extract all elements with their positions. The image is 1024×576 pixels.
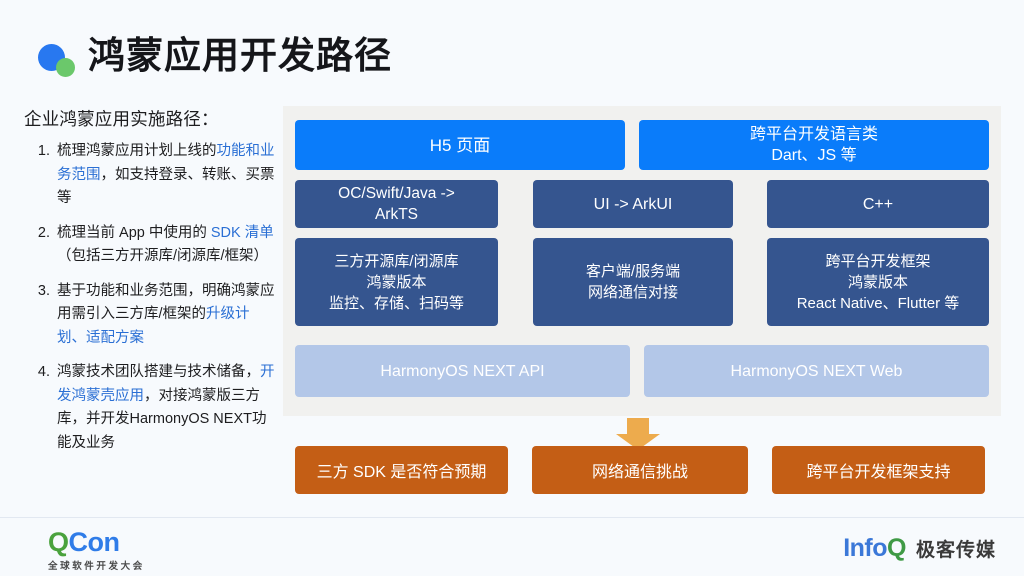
diagram-box-label: C++ (862, 195, 894, 213)
arrow-stem (627, 418, 649, 435)
diagram-box-oc-swift-java-arkts[interactable]: OC/Swift/Java ->ArkTS (295, 180, 498, 228)
challenge-box-cross-platform-support[interactable]: 跨平台开发框架支持 (772, 446, 985, 494)
step-text: ，对接鸿蒙版三方库，并开发HarmonyOS NEXT功能及业务 (57, 387, 267, 451)
qcon-letter-q: Q (48, 527, 69, 557)
step-highlight-text: SDK 清单 (210, 224, 274, 241)
step-text: 鸿蒙技术团队搭建与技术储备， (57, 364, 260, 380)
diagram-box-client-server-network[interactable]: 客户端/服务端网络通信对接 (533, 238, 733, 326)
steps-list: 梳理鸿蒙应用计划上线的功能和业务范围，如支持登录、转账、买票等梳理当前 App … (24, 140, 278, 455)
diagram-box-harmonyos-next-api[interactable]: HarmonyOS NEXT API (295, 345, 630, 397)
step-highlight-text: 升级计划、适配方案 (57, 306, 250, 346)
step-item: 梳理当前 App 中使用的 SDK 清单 （包括三方开源库/闭源库/框架） (54, 222, 278, 269)
step-item: 鸿蒙技术团队搭建与技术储备，开发鸿蒙壳应用，对接鸿蒙版三方库，并开发Harmon… (54, 361, 278, 455)
diagram-box-cpp[interactable]: C++ (767, 180, 989, 228)
challenge-box-label: 跨平台开发框架支持 (806, 464, 951, 481)
diagram-box-ui-arkui[interactable]: UI -> ArkUI (533, 180, 733, 228)
infoq-chinese-name: 极客传媒 (915, 540, 996, 561)
diagram-box-label: OC/Swift/Java ->ArkTS (338, 185, 455, 223)
implementation-path-section: 企业鸿蒙应用实施路径： 梳理鸿蒙应用计划上线的功能和业务范围，如支持登录、转账、… (24, 106, 278, 466)
challenge-box-network-communication[interactable]: 网络通信挑战 (532, 446, 748, 494)
diagram-box-label: H5 页面 (429, 135, 491, 155)
diagram-box-label: HarmonyOS NEXT API (380, 362, 545, 380)
diagram-box-h5-page[interactable]: H5 页面 (295, 120, 625, 170)
diagram-box-label: UI -> ArkUI (593, 195, 673, 213)
infoq-letters-info: Info (843, 534, 888, 562)
step-item: 基于功能和业务范围，明确鸿蒙应用需引入三方库/框架的升级计划、适配方案 (54, 280, 278, 351)
diagram-box-label: 客户端/服务端网络通信对接 (585, 263, 681, 301)
step-item: 梳理鸿蒙应用计划上线的功能和业务范围，如支持登录、转账、买票等 (54, 140, 278, 211)
step-text: 基于功能和业务范围，明确鸿蒙应用需引入三方库/框架的 (57, 282, 275, 323)
qcon-logo: QCon 全球软件开发大会 (48, 528, 145, 572)
slide-footer: QCon 全球软件开发大会 InfoQ 极客传媒 (0, 517, 1024, 576)
qcon-wordmark: QCon (48, 528, 145, 556)
step-text: ，如支持登录、转账、买票等 (57, 166, 275, 207)
infoq-letter-q: Q (887, 534, 906, 562)
diagram-box-third-party-libraries[interactable]: 三方开源库/闭源库鸿蒙版本监控、存储、扫码等 (295, 238, 498, 326)
diagram-box-label: 三方开源库/闭源库鸿蒙版本监控、存储、扫码等 (328, 252, 464, 312)
challenges-row: 三方 SDK 是否符合预期 网络通信挑战 跨平台开发框架支持 (295, 446, 985, 494)
infoq-logo: InfoQ 极客传媒 (843, 534, 996, 563)
challenge-box-sdk-expectation[interactable]: 三方 SDK 是否符合预期 (295, 446, 508, 494)
logo-dot-green (56, 58, 75, 77)
page-title: 鸿蒙应用开发路径 (88, 35, 392, 76)
step-highlight-text: 开发鸿蒙壳应用 (57, 364, 275, 404)
section-heading: 企业鸿蒙应用实施路径： (24, 109, 219, 129)
diagram-box-harmonyos-next-web[interactable]: HarmonyOS NEXT Web (644, 345, 989, 397)
step-text: 梳理鸿蒙应用计划上线的 (57, 143, 217, 159)
qcon-subtitle: 全球软件开发大会 (48, 561, 145, 572)
diagram-box-label: HarmonyOS NEXT Web (730, 362, 903, 380)
down-arrow-icon (616, 418, 660, 450)
step-text: 梳理当前 App 中使用的 (57, 224, 211, 241)
qcon-letters-con: Con (68, 527, 120, 557)
slide-header: 鸿蒙应用开发路径 (0, 0, 1024, 96)
blue-green-dots-logo-icon (38, 44, 80, 78)
challenge-box-label: 网络通信挑战 (591, 464, 688, 481)
step-text: （包括三方开源库/闭源库/框架） (57, 248, 269, 264)
infoq-wordmark: InfoQ (843, 534, 906, 563)
step-highlight-text: 功能和业务范围 (57, 143, 275, 183)
challenge-box-label: 三方 SDK 是否符合预期 (316, 464, 487, 481)
